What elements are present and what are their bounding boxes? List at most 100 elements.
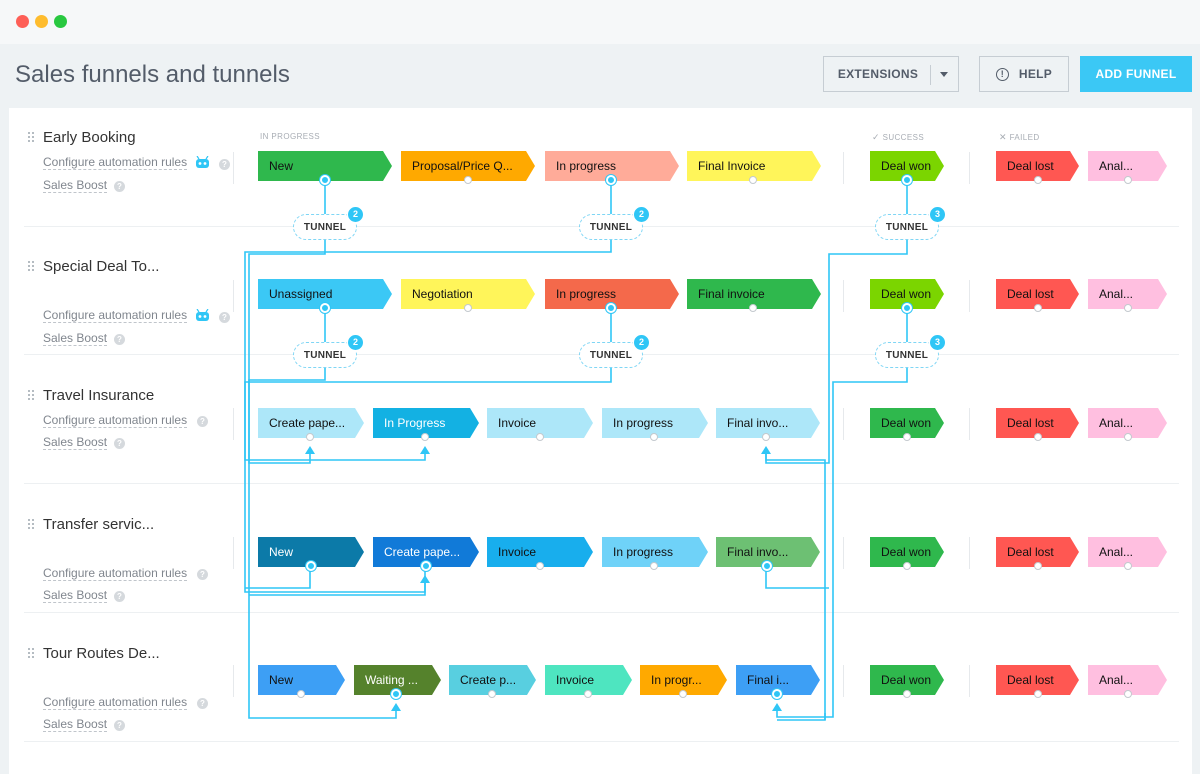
funnel-name[interactable]: Transfer servic... xyxy=(43,516,155,533)
stage-chip[interactable]: New xyxy=(258,537,364,567)
funnel-name[interactable]: Early Booking xyxy=(43,129,136,146)
extensions-label: EXTENSIONS xyxy=(837,67,919,81)
connection-port[interactable] xyxy=(749,304,757,312)
connection-port[interactable] xyxy=(536,433,544,441)
drag-handle-icon[interactable] xyxy=(28,261,36,275)
funnel-name[interactable]: Travel Insurance xyxy=(43,387,155,404)
connection-port[interactable] xyxy=(903,562,911,570)
connection-port[interactable] xyxy=(1124,176,1132,184)
stage-chip[interactable]: Invoice xyxy=(487,537,593,567)
connection-port[interactable] xyxy=(464,176,472,184)
connection-port[interactable] xyxy=(650,562,658,570)
tunnel-badge[interactable]: TUNNEL xyxy=(579,214,643,240)
connection-port[interactable] xyxy=(903,690,911,698)
connection-port[interactable] xyxy=(903,433,911,441)
tunnel-badge[interactable]: TUNNEL xyxy=(579,342,643,368)
connection-port[interactable] xyxy=(320,303,330,313)
chevron-down-icon[interactable] xyxy=(940,72,948,77)
help-icon[interactable]: ? xyxy=(219,159,230,170)
analysis-chip[interactable]: Anal... xyxy=(1088,537,1167,567)
connection-port[interactable] xyxy=(297,690,305,698)
maximize-window-icon[interactable] xyxy=(54,15,67,28)
minimize-window-icon[interactable] xyxy=(35,15,48,28)
connection-port[interactable] xyxy=(1034,690,1042,698)
stage-chip[interactable]: In Progress xyxy=(373,408,479,438)
connection-port[interactable] xyxy=(902,303,912,313)
connection-port[interactable] xyxy=(606,303,616,313)
arrow-head xyxy=(772,703,782,711)
divider xyxy=(843,408,844,440)
tunnel-count: 3 xyxy=(929,334,946,351)
help-icon[interactable]: ? xyxy=(114,334,125,345)
connection-port[interactable] xyxy=(1124,690,1132,698)
automation-rules-link[interactable]: Configure automation rules xyxy=(43,695,188,710)
tunnel-label: TUNNEL xyxy=(589,349,633,361)
sales-boost-link[interactable]: Sales Boost xyxy=(43,435,108,450)
tunnel-badge[interactable]: TUNNEL xyxy=(293,214,357,240)
connection-port[interactable] xyxy=(1124,433,1132,441)
funnel-name[interactable]: Special Deal To... xyxy=(43,258,160,275)
connection-port[interactable] xyxy=(1124,304,1132,312)
funnel-name[interactable]: Tour Routes De... xyxy=(43,645,160,662)
add-funnel-button[interactable]: ADD FUNNEL xyxy=(1080,56,1192,92)
connection-port[interactable] xyxy=(1034,304,1042,312)
connection-port[interactable] xyxy=(421,561,431,571)
connection-port[interactable] xyxy=(391,689,401,699)
connection-port[interactable] xyxy=(1034,562,1042,570)
connection-port[interactable] xyxy=(536,562,544,570)
close-window-icon[interactable] xyxy=(16,15,29,28)
sales-boost-link[interactable]: Sales Boost xyxy=(43,331,108,346)
connection-port[interactable] xyxy=(762,561,772,571)
stage-chip[interactable]: Final invo... xyxy=(716,408,820,438)
help-button[interactable]: ! HELP xyxy=(979,56,1069,92)
connection-port[interactable] xyxy=(650,433,658,441)
drag-handle-icon[interactable] xyxy=(28,132,36,146)
sales-boost-link[interactable]: Sales Boost xyxy=(43,717,108,732)
tunnel-badge[interactable]: TUNNEL xyxy=(875,342,939,368)
tunnel-badge[interactable]: TUNNEL xyxy=(293,342,357,368)
connection-port[interactable] xyxy=(902,175,912,185)
connection-port[interactable] xyxy=(421,433,429,441)
tunnel-label: TUNNEL xyxy=(303,221,347,233)
connection-port[interactable] xyxy=(1034,176,1042,184)
sales-boost-link[interactable]: Sales Boost xyxy=(43,588,108,603)
connection-port[interactable] xyxy=(1124,562,1132,570)
drag-handle-icon[interactable] xyxy=(28,648,36,662)
help-icon[interactable]: ? xyxy=(114,720,125,731)
automation-rules-link[interactable]: Configure automation rules xyxy=(43,308,188,323)
drag-handle-icon[interactable] xyxy=(28,519,36,533)
help-icon[interactable]: ? xyxy=(197,416,208,427)
row-separator xyxy=(24,741,1179,742)
connection-port[interactable] xyxy=(306,561,316,571)
connection-port[interactable] xyxy=(584,690,592,698)
automation-rules-link[interactable]: Configure automation rules xyxy=(43,155,188,170)
help-icon[interactable]: ? xyxy=(197,569,208,580)
connection-port[interactable] xyxy=(772,689,782,699)
connection-port[interactable] xyxy=(306,433,314,441)
help-icon[interactable]: ? xyxy=(114,181,125,192)
extensions-button[interactable]: EXTENSIONS xyxy=(823,56,959,92)
connection-port[interactable] xyxy=(320,175,330,185)
help-icon[interactable]: ? xyxy=(219,312,230,323)
stage-chip[interactable]: Final Invoice xyxy=(687,151,821,181)
check-icon: ✓ xyxy=(872,132,880,142)
connection-port[interactable] xyxy=(762,433,770,441)
connection-port[interactable] xyxy=(679,690,687,698)
automation-rules-link[interactable]: Configure automation rules xyxy=(43,413,188,428)
connection-port[interactable] xyxy=(749,176,757,184)
tunnel-badge[interactable]: TUNNEL xyxy=(875,214,939,240)
robot-icon xyxy=(196,156,209,168)
connection-port[interactable] xyxy=(1034,433,1042,441)
sales-boost-link[interactable]: Sales Boost xyxy=(43,178,108,193)
automation-rules-link[interactable]: Configure automation rules xyxy=(43,566,188,581)
connector-line xyxy=(765,450,826,721)
drag-handle-icon[interactable] xyxy=(28,390,36,404)
help-icon[interactable]: ? xyxy=(114,438,125,449)
connection-port[interactable] xyxy=(606,175,616,185)
help-icon[interactable]: ? xyxy=(197,698,208,709)
row-separator xyxy=(24,612,1179,613)
help-icon[interactable]: ? xyxy=(114,591,125,602)
connection-port[interactable] xyxy=(488,690,496,698)
connection-port[interactable] xyxy=(464,304,472,312)
deal-won-chip[interactable]: Deal won xyxy=(870,665,944,695)
